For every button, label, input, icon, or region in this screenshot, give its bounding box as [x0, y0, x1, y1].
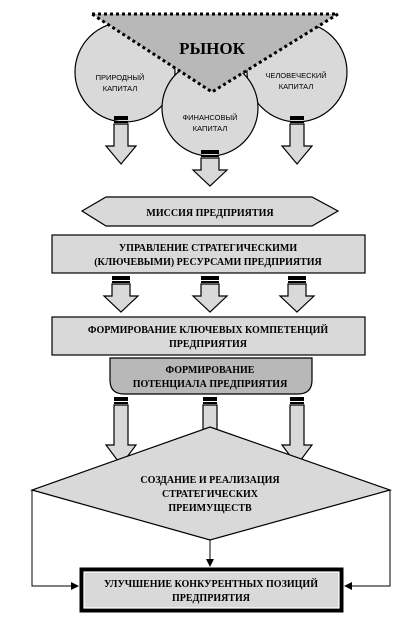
resources-label-1: УПРАВЛЕНИЕ СТРАТЕГИЧЕСКИМИ — [119, 243, 298, 254]
arrow-resources-to-competencies-center — [192, 275, 228, 313]
resources-label-2: (КЛЮЧЕВЫМИ) РЕСУРСАМИ ПРЕДПРИЯТИЯ — [94, 257, 322, 268]
natural-capital-label-2: КАПИТАЛ — [103, 84, 138, 93]
connector-right — [344, 490, 391, 590]
mission-block: МИССИЯ ПРЕДПРИЯТИЯ — [80, 196, 340, 227]
natural-capital-label-1: ПРИРОДНЫЙ — [96, 73, 145, 82]
human-capital-label-1: ЧЕЛОВЕЧЕСКИЙ — [265, 71, 326, 80]
potential-label-1: ФОРМИРОВАНИЕ — [166, 365, 255, 376]
arrow-financial-to-mission — [192, 149, 228, 187]
potential-block: ФОРМИРОВАНИЕ ПОТЕНЦИАЛА ПРЕДПРИЯТИЯ — [109, 357, 313, 395]
advantages-diamond: СОЗДАНИЕ И РЕАЛИЗАЦИЯ СТРАТЕГИЧЕСКИХ ПРЕ… — [30, 426, 393, 541]
arrow-natural-to-mission — [105, 115, 137, 165]
arrow-human-to-mission — [281, 115, 313, 165]
mission-label: МИССИЯ ПРЕДПРИЯТИЯ — [146, 208, 274, 219]
connector-lines — [31, 490, 391, 590]
market-triangle: РЫНОК — [86, 12, 344, 94]
financial-capital-label-1: ФИНАНСОВЫЙ — [182, 113, 237, 122]
arrow-resources-to-competencies-left — [103, 275, 139, 313]
competitive-block: УЛУЧШЕНИЕ КОНКУРЕНТНЫХ ПОЗИЦИЙ ПРЕДПРИЯТ… — [79, 567, 344, 613]
advantages-label-1: СОЗДАНИЕ И РЕАЛИЗАЦИЯ — [140, 475, 280, 486]
advantages-label-3: ПРЕИМУЩЕСТВ — [168, 503, 252, 514]
arrow-resources-to-competencies-right — [279, 275, 315, 313]
market-label: РЫНОК — [179, 39, 246, 58]
competencies-label-1: ФОРМИРОВАНИЕ КЛЮЧЕВЫХ КОМПЕТЕНЦИЙ — [88, 324, 329, 336]
human-capital-label-2: КАПИТАЛ — [279, 82, 314, 91]
resources-block: УПРАВЛЕНИЕ СТРАТЕГИЧЕСКИМИ (КЛЮЧЕВЫМИ) Р… — [51, 234, 366, 274]
advantages-label-2: СТРАТЕГИЧЕСКИХ — [162, 489, 259, 500]
financial-capital-label-2: КАПИТАЛ — [193, 124, 228, 133]
competitive-label-1: УЛУЧШЕНИЕ КОНКУРЕНТНЫХ ПОЗИЦИЙ — [104, 578, 318, 590]
competencies-label-2: ПРЕДПРИЯТИЯ — [169, 339, 248, 350]
connector-left — [31, 490, 79, 590]
competitive-label-2: ПРЕДПРИЯТИЯ — [172, 593, 251, 604]
potential-label-2: ПОТЕНЦИАЛА ПРЕДПРИЯТИЯ — [133, 379, 288, 390]
competencies-block: ФОРМИРОВАНИЕ КЛЮЧЕВЫХ КОМПЕТЕНЦИЙ ПРЕДПР… — [51, 316, 366, 356]
